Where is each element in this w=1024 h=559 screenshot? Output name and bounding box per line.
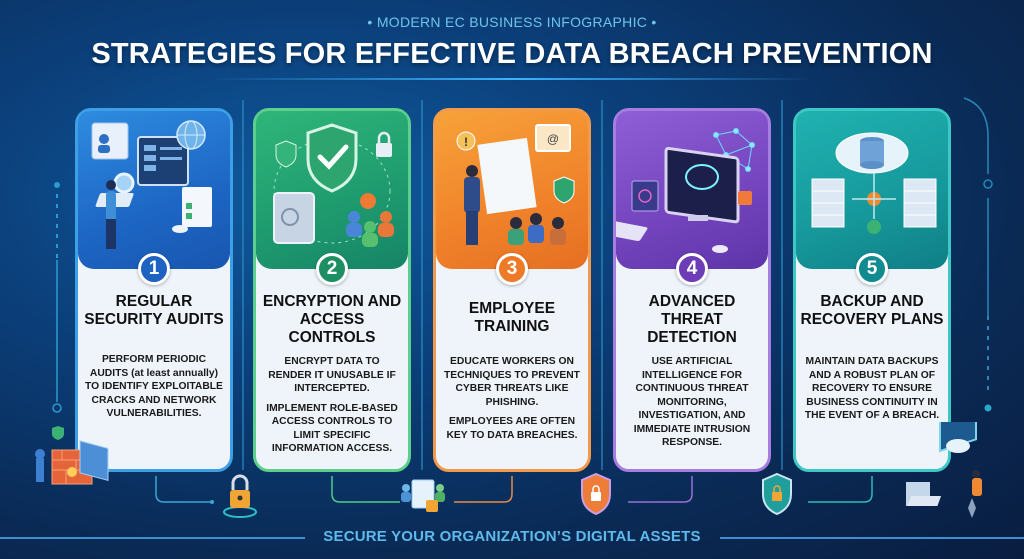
footer-rule-right [720,537,1024,539]
right-timeline-decoration [962,96,996,426]
footer-rule-left [0,537,305,539]
title-underline [210,78,814,80]
card-body: ENCRYPT DATA TO RENDER IT UNUSABLE IF IN… [266,356,398,454]
card-heading: ADVANCED THREAT DETECTION [647,293,737,346]
encryption-access-illustration [256,111,408,269]
security-audit-illustration [78,111,230,269]
step-number-badge: 5 [856,253,888,285]
backup-recovery-illustration [796,111,948,269]
infographic-subtitle: • MODERN EC BUSINESS INFOGRAPHIC • [367,14,657,30]
firewall-icon [32,420,122,490]
card-body: MAINTAIN DATA BACKUPS AND A ROBUST PLAN … [804,356,940,421]
shield-lock-icon-teal [757,470,797,520]
strategy-card-2: 2 ENCRYPTION AND ACCESS CONTROLS ENCRYPT… [253,108,411,472]
step-number-badge: 2 [316,253,348,285]
access-card-users-icon [398,470,448,520]
step-number-badge: 3 [496,253,528,285]
svg-text:!: ! [464,135,468,149]
threat-detection-illustration [616,111,768,269]
card-body: EDUCATE WORKERS ON TECHNIQUES TO PREVENT… [444,356,580,441]
card-heading: BACKUP AND RECOVERY PLANS [800,293,944,328]
employee-training-illustration: ! @ [436,111,588,269]
svg-text:@: @ [547,132,559,146]
card-body: PERFORM PERIODIC AUDITS (at least annual… [85,354,223,419]
step-number-badge: 4 [676,253,708,285]
strategy-card-1: 1 REGULAR SECURITY AUDITS PERFORM PERIOD… [75,108,233,472]
card-heading: REGULAR SECURITY AUDITS [84,293,224,328]
infographic-title: STRATEGIES FOR EFFECTIVE DATA BREACH PRE… [91,38,933,70]
shield-lock-icon-orange [576,470,616,520]
card-body: USE ARTIFICIAL INTELLIGENCE FOR CONTINUO… [633,356,751,448]
strategy-card-3: ! @ 3 EMPLOYEE TRAINING EDUCATE WORKERS … [433,108,591,472]
strategy-card-4: 4 ADVANCED THREAT DETECTION USE ARTIFICI… [613,108,771,472]
step-number-badge: 1 [138,253,170,285]
card-heading: ENCRYPTION AND ACCESS CONTROLS [262,293,402,346]
left-timeline-decoration [52,180,62,420]
cloud-workstation-icon [900,422,990,522]
strategy-card-5: 5 BACKUP AND RECOVERY PLANS MAINTAIN DAT… [793,108,951,472]
card-heading: EMPLOYEE TRAINING [468,300,556,335]
padlock-icon [220,470,260,520]
footer-tagline: SECURE YOUR ORGANIZATION’S DIGITAL ASSET… [323,528,701,545]
